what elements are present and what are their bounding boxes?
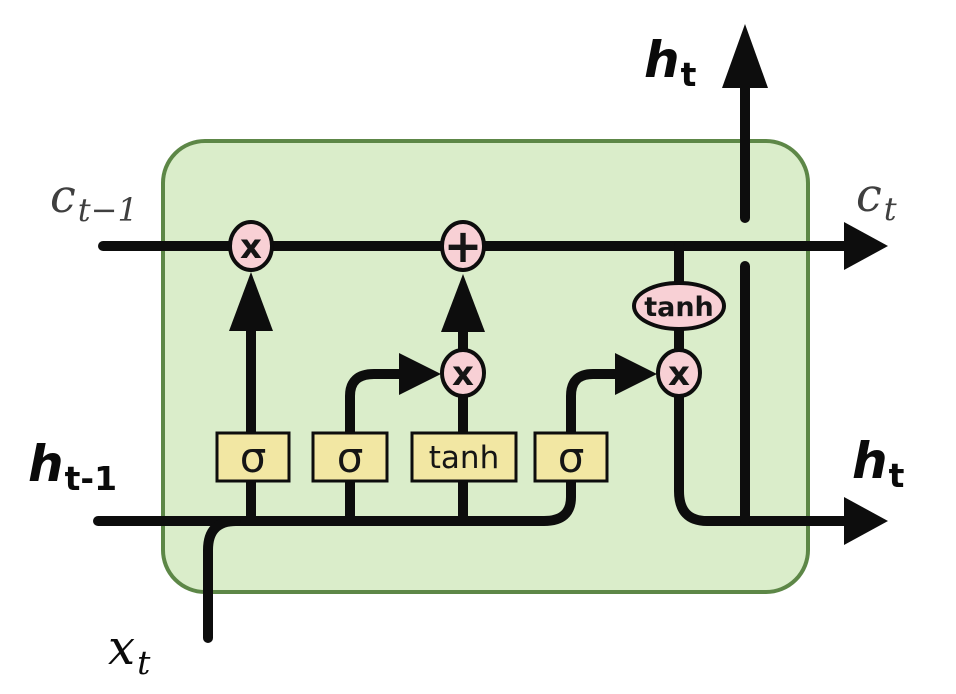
hidden-out-right-label: ht xyxy=(852,432,905,495)
forget-multiply-label: x xyxy=(240,227,262,267)
add-arrow xyxy=(441,274,485,332)
hidden-out-top-label: ht xyxy=(644,31,697,94)
cell-state-out-label: ct xyxy=(856,168,897,228)
cell-state-out-base: c xyxy=(856,168,882,222)
hidden-out-right-sub: t xyxy=(889,456,905,495)
hidden-state-in-line xyxy=(93,477,576,526)
input-x-line xyxy=(203,516,241,643)
cell-state-in-base: c xyxy=(50,169,76,223)
operation-nodes xyxy=(228,220,726,398)
output-multiply-node xyxy=(656,348,702,398)
cell-state-out-sub: t xyxy=(884,190,897,228)
input-multiply-label: x xyxy=(452,354,474,394)
gate-boxes xyxy=(215,431,609,483)
hidden-in-sub: t-1 xyxy=(65,459,117,498)
input-x-base: x xyxy=(108,620,135,676)
output-gate-box xyxy=(533,431,609,483)
forget-multiply-node xyxy=(228,220,274,272)
hidden-in-base: h xyxy=(28,435,64,493)
output-gate-line xyxy=(566,369,621,439)
cell-state-in-sub: t−1 xyxy=(78,191,138,229)
tanh-activation-node xyxy=(632,281,726,331)
node-text: σ σ tanh σ x + x tanh x xyxy=(240,219,714,482)
input-x-sub: t xyxy=(137,643,151,682)
input-multiply-arrow xyxy=(399,353,441,395)
output-multiply-arrow xyxy=(615,353,657,395)
input-multiply-node xyxy=(440,348,486,398)
arrowheads xyxy=(229,24,888,545)
cell-state-in-label: ct−1 xyxy=(50,169,138,229)
candidate-gate-box xyxy=(410,431,518,483)
add-label: + xyxy=(444,219,483,273)
output-multiply-label: x xyxy=(668,354,690,394)
forget-gate-label: σ xyxy=(240,433,267,482)
wires xyxy=(93,81,851,643)
forget-arrow xyxy=(229,272,273,331)
add-node xyxy=(440,220,486,272)
input-gate-box xyxy=(311,431,389,483)
hidden-out-top-base: h xyxy=(644,31,680,89)
hidden-out-right-base: h xyxy=(852,432,888,490)
tanh-activation-label: tanh xyxy=(644,292,714,323)
hidden-out-top-arrow xyxy=(722,24,768,88)
input-x-label: xt xyxy=(108,620,151,682)
cell-state-out-arrow xyxy=(844,222,888,270)
hidden-in-label: ht-1 xyxy=(28,435,117,498)
input-gate-label: σ xyxy=(337,433,364,482)
outer-labels: ct−1 ct ht ht-1 ht xt xyxy=(28,31,905,682)
candidate-gate-label: tanh xyxy=(429,440,499,476)
output-branch-line xyxy=(674,241,851,526)
hidden-out-top-sub: t xyxy=(681,55,697,94)
output-gate-label: σ xyxy=(558,433,585,482)
forget-gate-box xyxy=(215,431,291,483)
input-gate-line xyxy=(345,369,405,526)
hidden-out-right-arrow xyxy=(844,497,888,545)
